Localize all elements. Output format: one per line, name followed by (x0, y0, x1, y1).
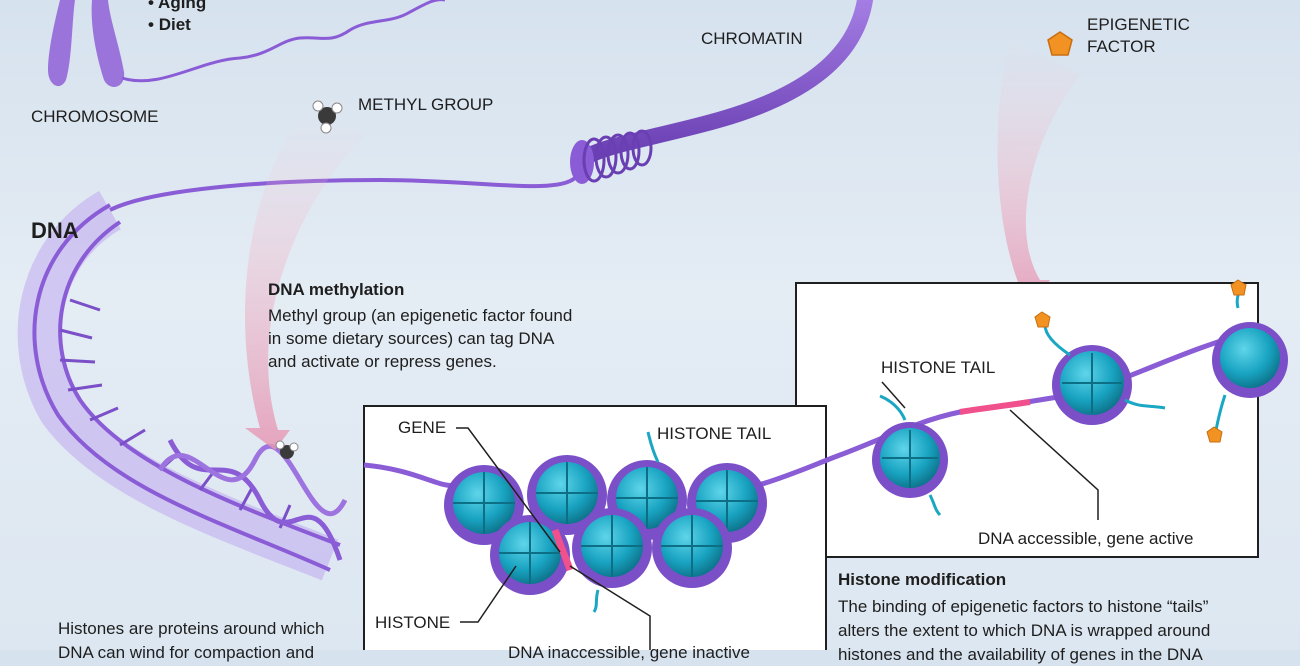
dna-accessible-label: DNA accessible, gene active (978, 529, 1194, 548)
methyl-group-label: METHYL GROUP (358, 95, 494, 114)
histone-open-2 (1043, 324, 1166, 425)
histone-tail-label-right: HISTONE TAIL (881, 358, 996, 377)
histone-note-line-1: Histones are proteins around which (58, 619, 325, 638)
histone-mod-line-2: alters the extent to which DNA is wrappe… (838, 621, 1211, 640)
methyl-molecule-on-dna (275, 440, 299, 459)
dna-helix (17, 190, 348, 581)
dna-inaccessible-label: DNA inaccessible, gene inactive (508, 643, 750, 662)
epigenetic-factor-icon (1047, 31, 1073, 56)
dna-strand-upper (109, 176, 577, 212)
chromatin-label: CHROMATIN (701, 29, 803, 48)
methylation-line-3: and activate or repress genes. (268, 352, 497, 371)
histone-open-3 (1212, 289, 1288, 431)
epigenetics-diagram (17, 0, 1288, 650)
chromatin-coil (570, 129, 653, 184)
methyl-molecule-top (312, 100, 343, 134)
factor-diet: Diet (148, 14, 206, 36)
methyl-arrow (245, 110, 365, 450)
histone-open-1 (872, 394, 948, 517)
gene-segment-right (959, 399, 1031, 415)
chromosome-label: CHROMOSOME (31, 107, 159, 126)
methylation-title: DNA methylation (268, 280, 405, 299)
gene-label: GENE (398, 418, 447, 437)
histone-mod-line-1: The binding of epigenetic factors to his… (838, 597, 1209, 616)
histone-label: HISTONE (375, 613, 451, 632)
factor-list: Aging Diet (148, 0, 206, 36)
epigenetic-factor-label-1: EPIGENETIC (1087, 15, 1190, 34)
factor-aging: Aging (148, 0, 206, 14)
methylation-line-2: in some dietary sources) can tag DNA (268, 329, 555, 348)
histone-mod-title: Histone modification (838, 570, 1007, 589)
histone-mod-line-3: histones and the availability of genes i… (838, 645, 1203, 664)
epigenetic-factor-label-2: FACTOR (1087, 37, 1156, 56)
dna-label: DNA (31, 218, 79, 243)
chromosome-shape (48, 0, 125, 87)
methylation-line-1: Methyl group (an epigenetic factor found (268, 306, 573, 325)
histone-note-line-2: DNA can wind for compaction and (58, 643, 315, 662)
epigenetic-arrow (997, 40, 1080, 305)
epigenetic-factor-bound-1 (1034, 311, 1051, 328)
histone-cluster (444, 431, 767, 613)
callout-lines (456, 381, 1099, 650)
chromosome-strand (121, 0, 445, 83)
epigenetic-factor-bound-2 (1230, 279, 1247, 296)
histone-tail-label-left: HISTONE TAIL (657, 424, 772, 443)
epigenetic-factor-bound-3 (1206, 426, 1223, 443)
accessible-panel (795, 282, 1259, 558)
